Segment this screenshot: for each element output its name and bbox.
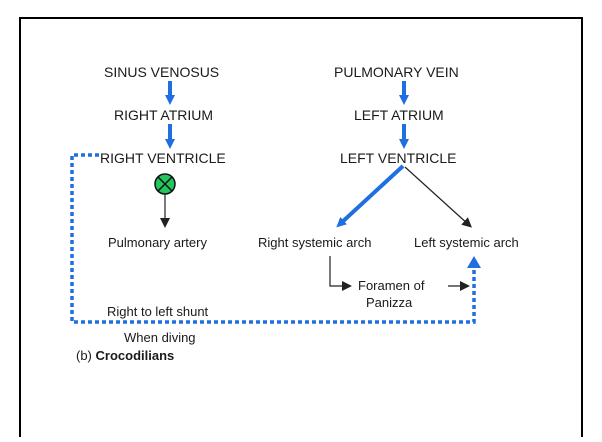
figure-caption: (b) Crocodilians	[76, 348, 174, 364]
node-sinus-venosus: SINUS VENOSUS	[104, 64, 220, 80]
node-right-systemic-arch: Right systemic arch	[258, 235, 372, 250]
foramen-label-line2: Panizza	[366, 295, 413, 310]
foramen-connector-left	[329, 256, 352, 291]
node-left-ventricle: LEFT VENTRICLE	[340, 150, 457, 166]
shunt-arrowhead	[467, 256, 481, 268]
shunt-sublabel: When diving	[124, 330, 196, 345]
node-left-systemic-arch: Left systemic arch	[414, 235, 519, 250]
valve-icon	[154, 173, 176, 195]
node-right-atrium: RIGHT ATRIUM	[114, 107, 214, 123]
node-right-ventricle: RIGHT VENTRICLE	[100, 150, 226, 166]
shunt-dotted-path	[70, 153, 476, 324]
caption-prefix: (b)	[76, 348, 92, 363]
node-left-atrium: LEFT ATRIUM	[354, 107, 444, 123]
diagram-frame	[19, 17, 583, 437]
arrow-lv-to-left-systemic	[404, 166, 472, 228]
arrow-lv-to-right-systemic	[336, 164, 405, 228]
shunt-label: Right to left shunt	[107, 304, 209, 319]
node-pulmonary-vein: PULMONARY VEIN	[334, 64, 459, 80]
foramen-label-line1: Foramen of	[358, 278, 425, 293]
caption-title: Crocodilians	[95, 348, 175, 363]
node-pulmonary-artery: Pulmonary artery	[108, 235, 207, 250]
